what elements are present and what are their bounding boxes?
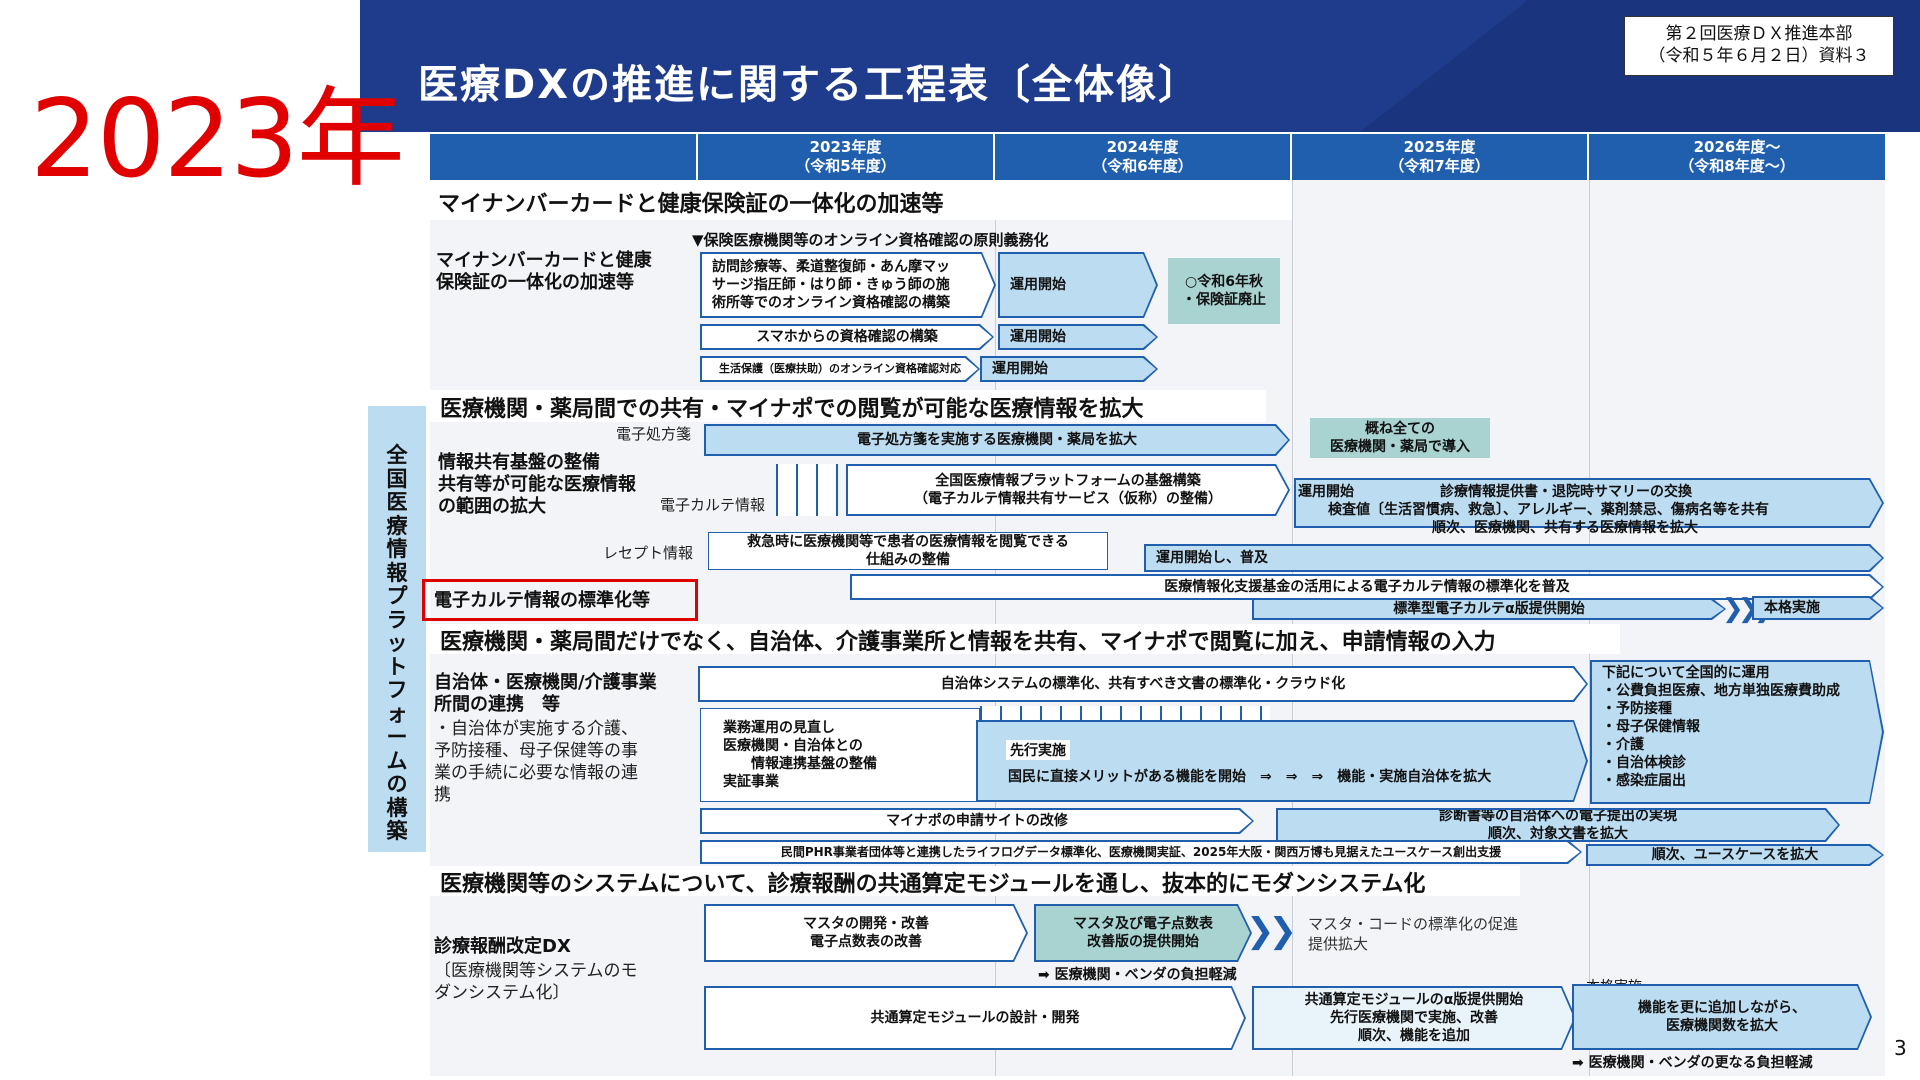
local-gov-system-label: 自治体システムの標準化、共有すべき文書の標準化・クラウド化 — [700, 668, 1586, 700]
row-label-info-sharing: 情報共有基盤の整備 共有等が可能な医療情報 の範囲の拡大 — [438, 452, 636, 517]
operation-start-bar-2: 運用開始 — [998, 324, 1158, 350]
platform-build-bar: 全国医療情報プラットフォームの基盤構築 （電子カルテ情報共有サービス（仮称）の整… — [846, 464, 1290, 516]
chevron-arrows-icon: ❯❯ — [1246, 911, 1297, 951]
fund-standardize-label: 医療情報化支援基金の活用による電子カルテ情報の標準化を普及 — [852, 576, 1882, 598]
sub-label-emr-info: 電子カルテ情報 — [660, 496, 766, 514]
row-label-local-gov-link: 自治体・医療機関/介護事業 所間の連携 等 — [434, 672, 657, 715]
sequential-share-label: 順次、医療機関、共有する医療情報を拡大 — [1432, 520, 1698, 536]
diagnosis-electronic-label: 診断書等の自治体への電子提出の実現 順次、対象文書を拡大 — [1278, 810, 1838, 840]
add-functions-label: 機能を更に追加しながら、 医療機関数を拡大 — [1574, 986, 1870, 1048]
master-provide-label: マスタ及び電子点数表 改善版の提供開始 — [1036, 906, 1250, 960]
section-band-1 — [430, 180, 1292, 220]
usecase-expand-bar: 順次、ユースケースを拡大 — [1586, 844, 1884, 866]
vertical-label-box: 全国医療情報プラットフォームの構築 — [368, 406, 426, 852]
section-band-4 — [430, 866, 1520, 896]
master-provide-bar: マスタ及び電子点数表 改善版の提供開始 — [1034, 904, 1252, 962]
master-standardize-label: マスタ・コードの標準化の促進 提供拡大 — [1308, 915, 1519, 953]
common-module-alpha-label: 共通算定モジュールのα版提供開始 先行医療機関で実施、改善 順次、機能を追加 — [1254, 988, 1574, 1048]
phr-standardize-bar: 民間PHR事業者団体等と連携したライフログデータ標準化、医療機関実証、2025年… — [700, 840, 1582, 864]
test-values-label: 検査値〔生活習慣病、救急〕、アレルギー、薬剤禁忌、傷病名等を共有 — [1328, 502, 1769, 518]
page-number: 3 — [1894, 1036, 1907, 1060]
diagnosis-electronic-bar: 診断書等の自治体への電子提出の実現 順次、対象文書を拡大 — [1276, 808, 1840, 842]
platform-build-label: 全国医療情報プラットフォームの基盤構築 （電子カルテ情報共有サービス（仮称）の整… — [848, 466, 1288, 514]
year-overlay-annotation: 2023年 — [30, 77, 405, 202]
section-title-1: マイナンバーカードと健康保険証の一体化の加速等 — [438, 192, 944, 217]
common-module-alpha-bar: 共通算定モジュールのα版提供開始 先行医療機関で実施、改善 順次、機能を追加 — [1252, 986, 1576, 1050]
operation-start-label-1: 運用開始 — [1000, 254, 1156, 316]
operation-start-bar-3: 運用開始 — [980, 356, 1158, 382]
visit-care-build-bar: 訪問診療等、柔道整復師・あん摩マッ サージ指圧師・はり師・きゅう師の施 術所等で… — [700, 252, 996, 318]
column-header-2023: 2023年度 （令和5年度） — [698, 134, 995, 180]
master-dev-label: マスタの開発・改善 電子点数表の改善 — [706, 906, 1026, 960]
operation-start-label-4: 運用開始 — [1298, 484, 1354, 500]
fund-standardize-bar: 医療情報化支援基金の活用による電子カルテ情報の標準化を普及 — [850, 574, 1884, 600]
row-desc-local-gov-link: ・自治体が実施する介護、 予防接種、母子保健等の事 業の手続に必要な情報の連 携 — [434, 719, 638, 805]
phr-standardize-label: 民間PHR事業者団体等と連携したライフログデータ標準化、医療機関実証、2025年… — [702, 842, 1580, 862]
operation-start-bar-1: 運用開始 — [998, 252, 1158, 318]
visit-care-build-label: 訪問診療等、柔道整復師・あん摩マッ サージ指圧師・はり師・きゅう師の施 術所等で… — [702, 254, 994, 316]
row-label-fee-revision-dx: 診療報酬改定DX — [434, 936, 571, 957]
master-dev-bar: マスタの開発・改善 電子点数表の改善 — [704, 904, 1028, 962]
meeting-reference: 第２回医療ＤＸ推進本部 （令和５年６月２日）資料３ — [1624, 16, 1894, 76]
summary-exchange-label: 診療情報提供書・退院時サマリーの交換 — [1440, 484, 1692, 500]
standard-emr-alpha-label: 標準型電子カルテα版提供開始 — [1254, 600, 1724, 618]
welfare-online-label: 生活保護（医療扶助）のオンライン資格確認対応 — [702, 358, 978, 380]
column-header-2025: 2025年度 （令和7年度） — [1292, 134, 1589, 180]
almost-all-box: 概ね全ての 医療機関・薬局で導入 — [1310, 418, 1490, 458]
vertical-label: 全国医療情報プラットフォームの構築 — [386, 443, 408, 843]
smartphone-build-label: スマホからの資格確認の構築 — [702, 326, 992, 348]
row-label-card-insurance: マイナンバーカードと健康 保険証の一体化の加速等 — [436, 250, 652, 293]
mynaportal-revise-bar: マイナポの申請サイトの改修 — [700, 808, 1254, 834]
workflow-review-box: 業務運用の見直し 医療機関・自治体との 情報連携基盤の整備 実証事業 — [700, 708, 980, 802]
full-implementation-bar: 本格実施 — [1752, 596, 1884, 620]
online-mandate-marker: ▼保険医療機関等のオンライン資格確認の原則義務化 — [692, 231, 1049, 249]
insurance-card-abolition-box: ○令和6年秋 ・保険証廃止 — [1168, 258, 1280, 324]
eprescription-expand-label: 電子処方箋を実施する医療機関・薬局を拡大 — [706, 426, 1288, 454]
standard-emr-alpha-bar: 標準型電子カルテα版提供開始 — [1252, 598, 1726, 620]
local-gov-system-bar: 自治体システムの標準化、共有すべき文書の標準化・クラウド化 — [698, 666, 1588, 702]
section-band-2 — [430, 390, 1266, 422]
row-label-emr-standardization: 電子カルテ情報の標準化等 — [434, 590, 650, 611]
smartphone-build-bar: スマホからの資格確認の構築 — [700, 324, 994, 350]
direct-merit-label: 国民に直接メリットがある機能を開始 ⇒ ⇒ ⇒ 機能・実施自治体を拡大 — [1008, 769, 1492, 785]
operation-start-label-2: 運用開始 — [1000, 326, 1156, 348]
nationwide-ops-bar: 下記について全国的に運用 ・公費負担医療、地方単独医療費助成 ・予防接種 ・母子… — [1590, 660, 1884, 804]
info-sharing-inner — [1296, 480, 1882, 526]
section-band-3 — [430, 624, 1620, 654]
sub-label-receipt-info: レセプト情報 — [603, 544, 694, 562]
section-title-3: 医療機関・薬局間だけでなく、自治体、介護事業所と情報を共有、マイナポで閲覧に加え… — [440, 630, 1496, 655]
year-header-blank — [430, 134, 698, 180]
pilot-bar — [976, 720, 1588, 802]
highlight-box — [422, 579, 698, 621]
page-title: 医療DXの推進に関する工程表〔全体像〕 — [418, 62, 1201, 108]
emergency-view-box: 救急時に医療機関等で患者の医療情報を閲覧できる 仕組みの整備 — [708, 532, 1108, 570]
operation-spread-bar: 運用開始し、普及 — [1144, 544, 1884, 572]
pilot-label: 先行実施 — [1006, 740, 1070, 760]
row-desc-fee-revision-dx: 〔医療機関等システムのモ ダンシステム化〕 — [434, 961, 638, 1003]
sub-label-eprescription: 電子処方箋 — [616, 425, 692, 443]
pilot-inner — [978, 722, 1586, 800]
usecase-expand-label: 順次、ユースケースを拡大 — [1588, 846, 1882, 864]
operation-start-label-3: 運用開始 — [982, 358, 1156, 380]
nationwide-ops-label: 下記について全国的に運用 ・公費負担医療、地方単独医療費助成 ・予防接種 ・母子… — [1592, 662, 1882, 802]
section-title-4: 医療機関等のシステムについて、診療報酬の共通算定モジュールを通し、抜本的にモダン… — [440, 872, 1426, 897]
section-title-2: 医療機関・薬局間での共有・マイナポでの閲覧が可能な医療情報を拡大 — [440, 397, 1144, 422]
operation-spread-label: 運用開始し、普及 — [1146, 546, 1882, 570]
full-implementation-label: 本格実施 — [1754, 598, 1882, 618]
local-gov-stripes — [980, 706, 1270, 720]
welfare-online-bar: 生活保護（医療扶助）のオンライン資格確認対応 — [700, 356, 980, 382]
column-header-2024: 2024年度 （令和6年度） — [995, 134, 1292, 180]
eprescription-expand-bar: 電子処方箋を実施する医療機関・薬局を拡大 — [704, 424, 1290, 456]
burden-reduce-label-2: ➡ 医療機関・ベンダの更なる負担軽減 — [1572, 1055, 1813, 1071]
mynaportal-revise-label: マイナポの申請サイトの改修 — [702, 810, 1252, 832]
info-sharing-bar — [1294, 478, 1884, 528]
add-functions-bar: 機能を更に追加しながら、 医療機関数を拡大 — [1572, 984, 1872, 1050]
emr-stripes — [776, 464, 838, 516]
column-header-2026: 2026年度～ （令和8年度～） — [1589, 134, 1885, 180]
common-module-dev-label: 共通算定モジュールの設計・開発 — [706, 988, 1244, 1048]
burden-reduce-label-1: ➡ 医療機関・ベンダの負担軽減 — [1038, 967, 1237, 983]
common-module-dev-bar: 共通算定モジュールの設計・開発 — [704, 986, 1246, 1050]
